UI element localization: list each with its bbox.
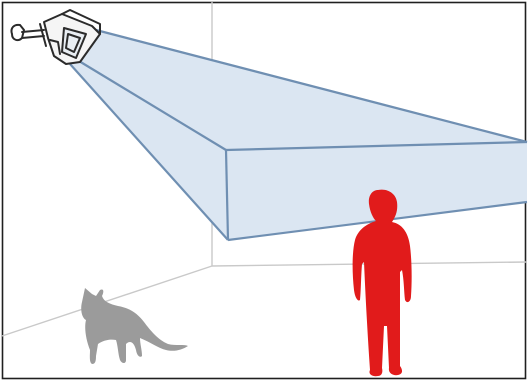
camera-mount bbox=[10, 23, 25, 42]
security-camera-icon bbox=[10, 9, 101, 65]
camera-bracket-arm bbox=[21, 23, 47, 47]
beam-edge-front-left bbox=[224, 149, 230, 241]
cat-silhouette-icon bbox=[81, 288, 188, 364]
beam-edge-upper-left bbox=[73, 57, 227, 151]
beam-edge-front-top bbox=[225, 140, 528, 152]
floor-left-edge bbox=[1, 265, 213, 337]
camera-hood bbox=[61, 9, 101, 35]
beam-top-face bbox=[74, 30, 527, 150]
camera-coverage-beam bbox=[69, 28, 528, 242]
beam-edge-top bbox=[95, 28, 528, 144]
person-silhouette-icon bbox=[352, 189, 412, 377]
camera-body-detail bbox=[49, 39, 61, 55]
beam-edge-lower-left bbox=[69, 63, 229, 241]
camera-lens bbox=[65, 33, 81, 53]
